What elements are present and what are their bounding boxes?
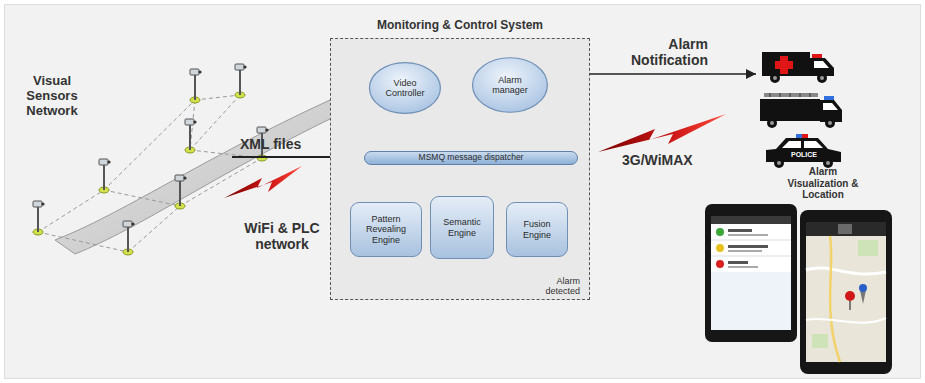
sensor-link xyxy=(180,158,262,206)
vehicle-text: POLICE xyxy=(783,151,825,159)
camera-lens xyxy=(41,202,44,205)
ellipse-shape xyxy=(370,63,441,114)
system-boundary: Monitoring & Control SystemVideo Control… xyxy=(330,38,590,300)
camera xyxy=(123,221,132,227)
link-label: 3G/WiMAX xyxy=(622,152,712,168)
link-label: XML files xyxy=(240,136,324,152)
phone-list-screen xyxy=(705,204,797,342)
sensor-link xyxy=(190,95,240,150)
ellipse-shape xyxy=(473,58,548,113)
camera-lens xyxy=(107,160,110,163)
pole xyxy=(239,69,241,95)
camera-lens xyxy=(193,120,196,123)
sensor-link xyxy=(104,100,195,190)
node-label: MSMQ message dispatcher xyxy=(419,153,524,163)
camera xyxy=(257,127,266,133)
caption-label: Alarm Visualization & Location xyxy=(784,166,862,201)
sensor-link xyxy=(104,190,180,206)
process-ellipse: Alarm manager xyxy=(471,56,549,114)
pole xyxy=(103,164,105,190)
camera-lens xyxy=(183,176,186,179)
wireless-bolt xyxy=(224,166,302,198)
engine-box: Fusion Engine xyxy=(506,202,568,257)
pole xyxy=(127,226,129,252)
camera-lens xyxy=(131,222,134,225)
link-label: WiFi & PLC network xyxy=(238,220,326,252)
camera xyxy=(175,175,184,181)
node-label: Fusion Engine xyxy=(510,219,564,240)
edge-label: Alarm detected xyxy=(540,276,580,297)
group-title: Monitoring & Control System xyxy=(311,19,609,33)
link-label: Alarm Notification xyxy=(618,36,708,68)
node-label: Pattern Revealing Engine xyxy=(355,214,417,245)
camera xyxy=(235,64,244,70)
camera-lens xyxy=(243,65,246,68)
engine-box: Semantic Engine xyxy=(430,196,494,259)
pole xyxy=(179,180,181,206)
sensor-link xyxy=(38,190,104,232)
camera xyxy=(99,159,108,165)
fire-truck-icon xyxy=(760,93,842,128)
camera-lens xyxy=(265,128,268,131)
pole xyxy=(37,206,39,232)
sensor-link xyxy=(38,232,128,252)
ambulance-icon xyxy=(762,52,834,83)
sensor-link xyxy=(128,206,180,252)
police-car-icon xyxy=(766,134,841,168)
pole xyxy=(189,124,191,150)
camera xyxy=(185,119,194,125)
node-label: Semantic Engine xyxy=(434,217,490,238)
node-label: Video Controller xyxy=(378,78,433,99)
process-ellipse: Video Controller xyxy=(368,61,442,115)
camera xyxy=(190,69,199,75)
sensor-link xyxy=(195,95,240,100)
camera xyxy=(33,201,42,207)
wireless-bolt xyxy=(598,114,726,152)
engine-box: Pattern Revealing Engine xyxy=(350,202,421,257)
node-label: Alarm manager xyxy=(481,75,539,96)
road xyxy=(55,100,334,254)
camera-lens xyxy=(198,70,201,73)
pole xyxy=(194,74,196,100)
phone-map-screen xyxy=(800,210,892,374)
network-label: Visual Sensors Network xyxy=(20,74,84,119)
message-bus: MSMQ message dispatcher xyxy=(364,151,578,165)
